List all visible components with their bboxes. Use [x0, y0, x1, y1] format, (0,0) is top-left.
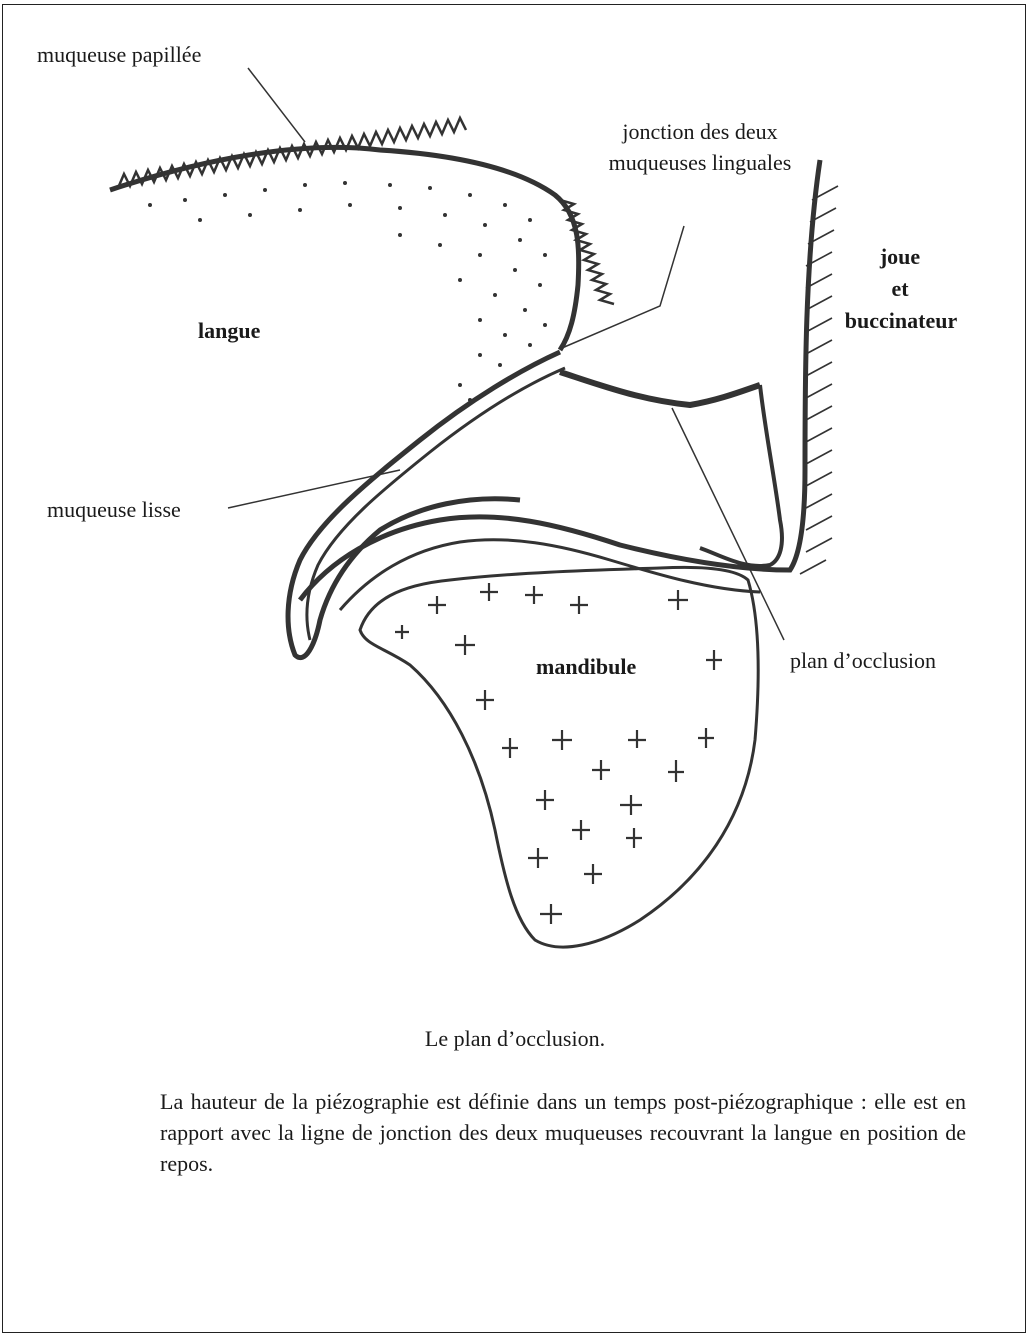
label-plan-occlusion: plan d’occlusion	[790, 648, 936, 674]
figure-caption: Le plan d’occlusion.	[0, 1026, 1030, 1052]
occlusal-plane-band	[560, 372, 760, 405]
label-mandibule: mandibule	[536, 654, 636, 680]
body-paragraph: La hauteur de la piézographie est défini…	[160, 1086, 966, 1179]
label-jonction-line2: muqueuses linguales	[580, 150, 820, 176]
label-muqueuse-papillee: muqueuse papillée	[37, 42, 201, 68]
label-joue-line2: et	[840, 276, 960, 302]
gum-line-inner	[340, 540, 760, 610]
mandible-crosses	[395, 583, 722, 924]
label-joue-line1: joue	[840, 244, 960, 270]
vestibule-contour	[700, 385, 782, 566]
label-muqueuse-lisse: muqueuse lisse	[47, 497, 181, 523]
label-langue: langue	[198, 318, 260, 344]
smooth-mucosa-outer	[288, 352, 560, 658]
tongue-papillary-surface	[110, 147, 579, 350]
label-jonction-line1: jonction des deux	[580, 119, 820, 145]
label-joue-line3: buccinateur	[826, 308, 976, 334]
leader-muqueuse-papillee	[248, 68, 305, 142]
tongue-stippling	[148, 181, 547, 402]
mandible-outline	[360, 567, 758, 947]
leader-muqueuse-lisse	[228, 470, 400, 508]
